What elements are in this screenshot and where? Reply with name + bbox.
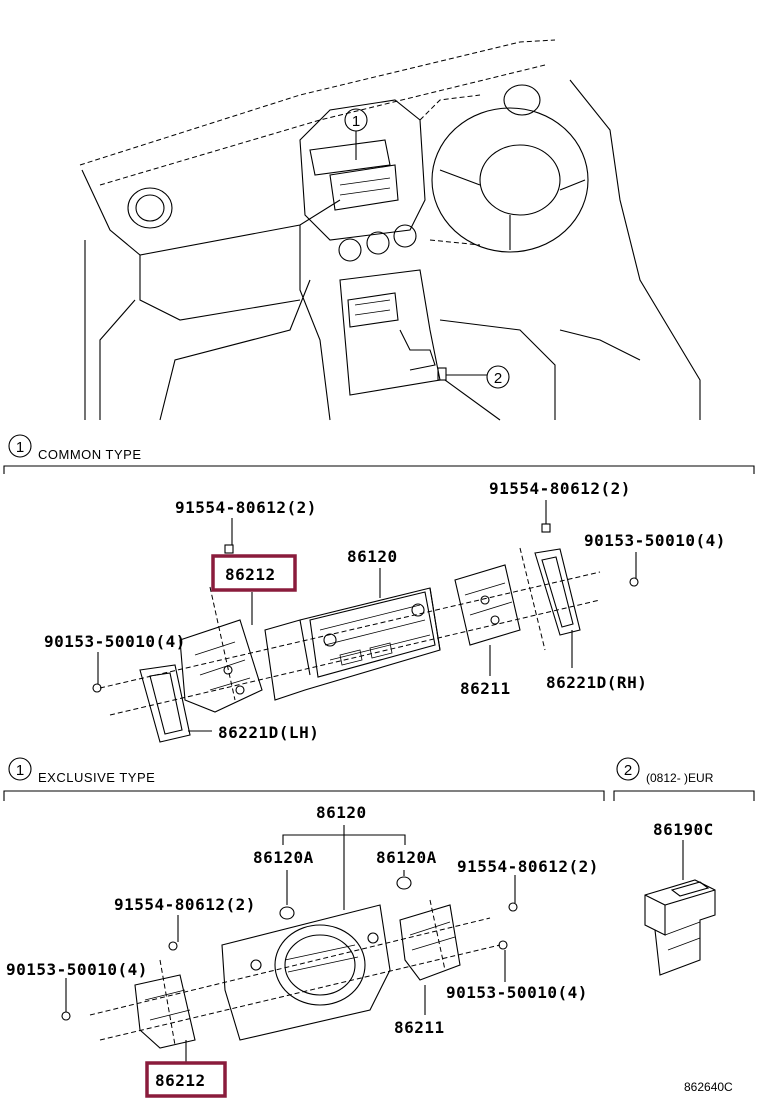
callout-2-label: 2 (494, 370, 502, 387)
exclusive-part-86120A-right: 86120A (376, 848, 437, 867)
common-part-86211: 86211 (460, 679, 511, 698)
exclusive-part-86212: 86212 (155, 1071, 206, 1090)
section-common-title: COMMON TYPE (38, 447, 142, 462)
exclusive-part-91554-right: 91554-80612(2) (457, 857, 599, 876)
section-eur-title: (0812- )EUR (646, 771, 714, 785)
section-eur: 2 (0812- )EUR (613, 757, 755, 801)
eur-switch-drawing (644, 840, 716, 976)
section-common-type: 1 COMMON TYPE (3, 434, 755, 474)
section-exclusive-type: 1 EXCLUSIVE TYPE (3, 757, 605, 801)
diagram-code: 862640C (684, 1080, 733, 1094)
exclusive-part-86211: 86211 (394, 1018, 445, 1037)
exclusive-part-91554-left: 91554-80612(2) (114, 895, 256, 914)
exclusive-part-86212-highlight (145, 1061, 227, 1098)
exclusive-type-assembly-drawing (61, 825, 518, 1064)
exclusive-part-86120: 86120 (316, 803, 367, 822)
section-eur-number: 2 (624, 762, 632, 779)
section-exclusive-number: 1 (16, 762, 24, 779)
exclusive-part-90153-right: 90153-50010(4) (446, 983, 588, 1002)
common-part-86221D-rh: 86221D(RH) (546, 673, 647, 692)
common-part-86212: 86212 (225, 565, 276, 584)
common-part-91554-right: 91554-80612(2) (489, 479, 631, 498)
callout-1-label: 1 (352, 113, 360, 130)
eur-part-86190C: 86190C (653, 820, 714, 839)
exclusive-part-90153-left: 90153-50010(4) (6, 960, 148, 979)
common-part-86120: 86120 (347, 547, 398, 566)
common-type-part-labels: 91554-80612(2) 86212 86120 91554-80612(2… (44, 479, 726, 742)
common-part-86221D-lh: 86221D(LH) (218, 723, 319, 742)
section-common-number: 1 (16, 439, 24, 456)
common-part-90153-left: 90153-50010(4) (44, 632, 186, 651)
common-part-90153-right: 90153-50010(4) (584, 531, 726, 550)
exclusive-type-part-labels: 86120 86120A 86120A 91554-80612(2) 91554… (6, 803, 599, 1098)
common-type-assembly-drawing (92, 500, 639, 743)
dashboard-overview-illustration: 1 2 (79, 39, 701, 421)
section-exclusive-title: EXCLUSIVE TYPE (38, 770, 155, 785)
common-part-86212-highlight (211, 554, 297, 592)
exclusive-part-86120A-left: 86120A (253, 848, 314, 867)
common-part-91554-left: 91554-80612(2) (175, 498, 317, 517)
